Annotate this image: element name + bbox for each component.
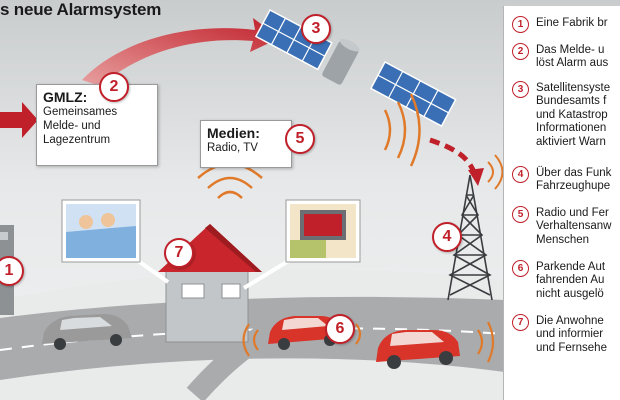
satellite xyxy=(254,8,457,128)
badge-5: 5 xyxy=(285,124,315,154)
radio-waves-house xyxy=(197,162,263,199)
callout-medien-head: Medien: xyxy=(207,125,260,141)
legend-number: 1 xyxy=(512,16,529,33)
car-red-2 xyxy=(376,330,460,369)
legend-text: Über das Funk Fahrzeughupe xyxy=(536,167,612,193)
callout-medien: Medien: Radio, TV xyxy=(200,120,292,168)
arrow-factory-to-gmlz xyxy=(0,102,38,138)
legend-number: 5 xyxy=(512,206,529,223)
inset-bedroom xyxy=(61,199,170,284)
arrow-satellite-to-tower xyxy=(429,137,478,176)
legend-text: Radio und Fer Verhaltensanw Menschen xyxy=(536,207,612,246)
badge-6: 6 xyxy=(325,314,355,344)
inset-tv xyxy=(242,199,361,290)
callout-gmlz-head: GMLZ: xyxy=(43,89,88,105)
legend-text: Satellitensyste Bundesamts f und Katastr… xyxy=(536,82,611,148)
legend-number: 4 xyxy=(512,166,529,183)
legend-text: Eine Fabrik br xyxy=(536,17,608,29)
callout-medien-body: Radio, TV xyxy=(207,142,258,154)
callout-gmlz-body: Gemeinsames Melde- und Lagezentrum xyxy=(43,106,118,146)
legend-number: 7 xyxy=(512,314,529,331)
radio-waves-tower xyxy=(487,154,504,190)
badge-2: 2 xyxy=(99,72,129,102)
badge-4: 4 xyxy=(432,222,462,252)
legend-number: 6 xyxy=(512,260,529,277)
badge-1: 1 xyxy=(0,256,24,286)
horn-waves-car-2 xyxy=(477,321,495,363)
radio-tower xyxy=(447,174,493,301)
car-red-1 xyxy=(268,316,342,350)
legend-text: Parkende Aut fahrenden Au nicht ausgelö xyxy=(536,261,606,300)
badge-7: 7 xyxy=(164,238,194,268)
page-title: s neue Alarmsystem xyxy=(0,0,162,19)
car-grey xyxy=(42,314,132,350)
legend-text: Die Anwohne und informier und Fernsehe xyxy=(536,315,607,354)
horn-waves-car-1 xyxy=(242,323,362,357)
legend-panel: 1 Eine Fabrik br 2 Das Melde- u löst Ala… xyxy=(503,6,620,400)
legend-number: 2 xyxy=(512,43,529,60)
badge-3: 3 xyxy=(301,14,331,44)
callout-gmlz: GMLZ: Gemeinsames Melde- und Lagezentrum xyxy=(36,84,158,166)
legend-text: Das Melde- u löst Alarm aus xyxy=(536,44,609,70)
arrow-gmlz-to-satellite xyxy=(82,18,280,86)
radio-waves-satellite xyxy=(383,93,421,167)
legend-number: 3 xyxy=(512,81,529,98)
